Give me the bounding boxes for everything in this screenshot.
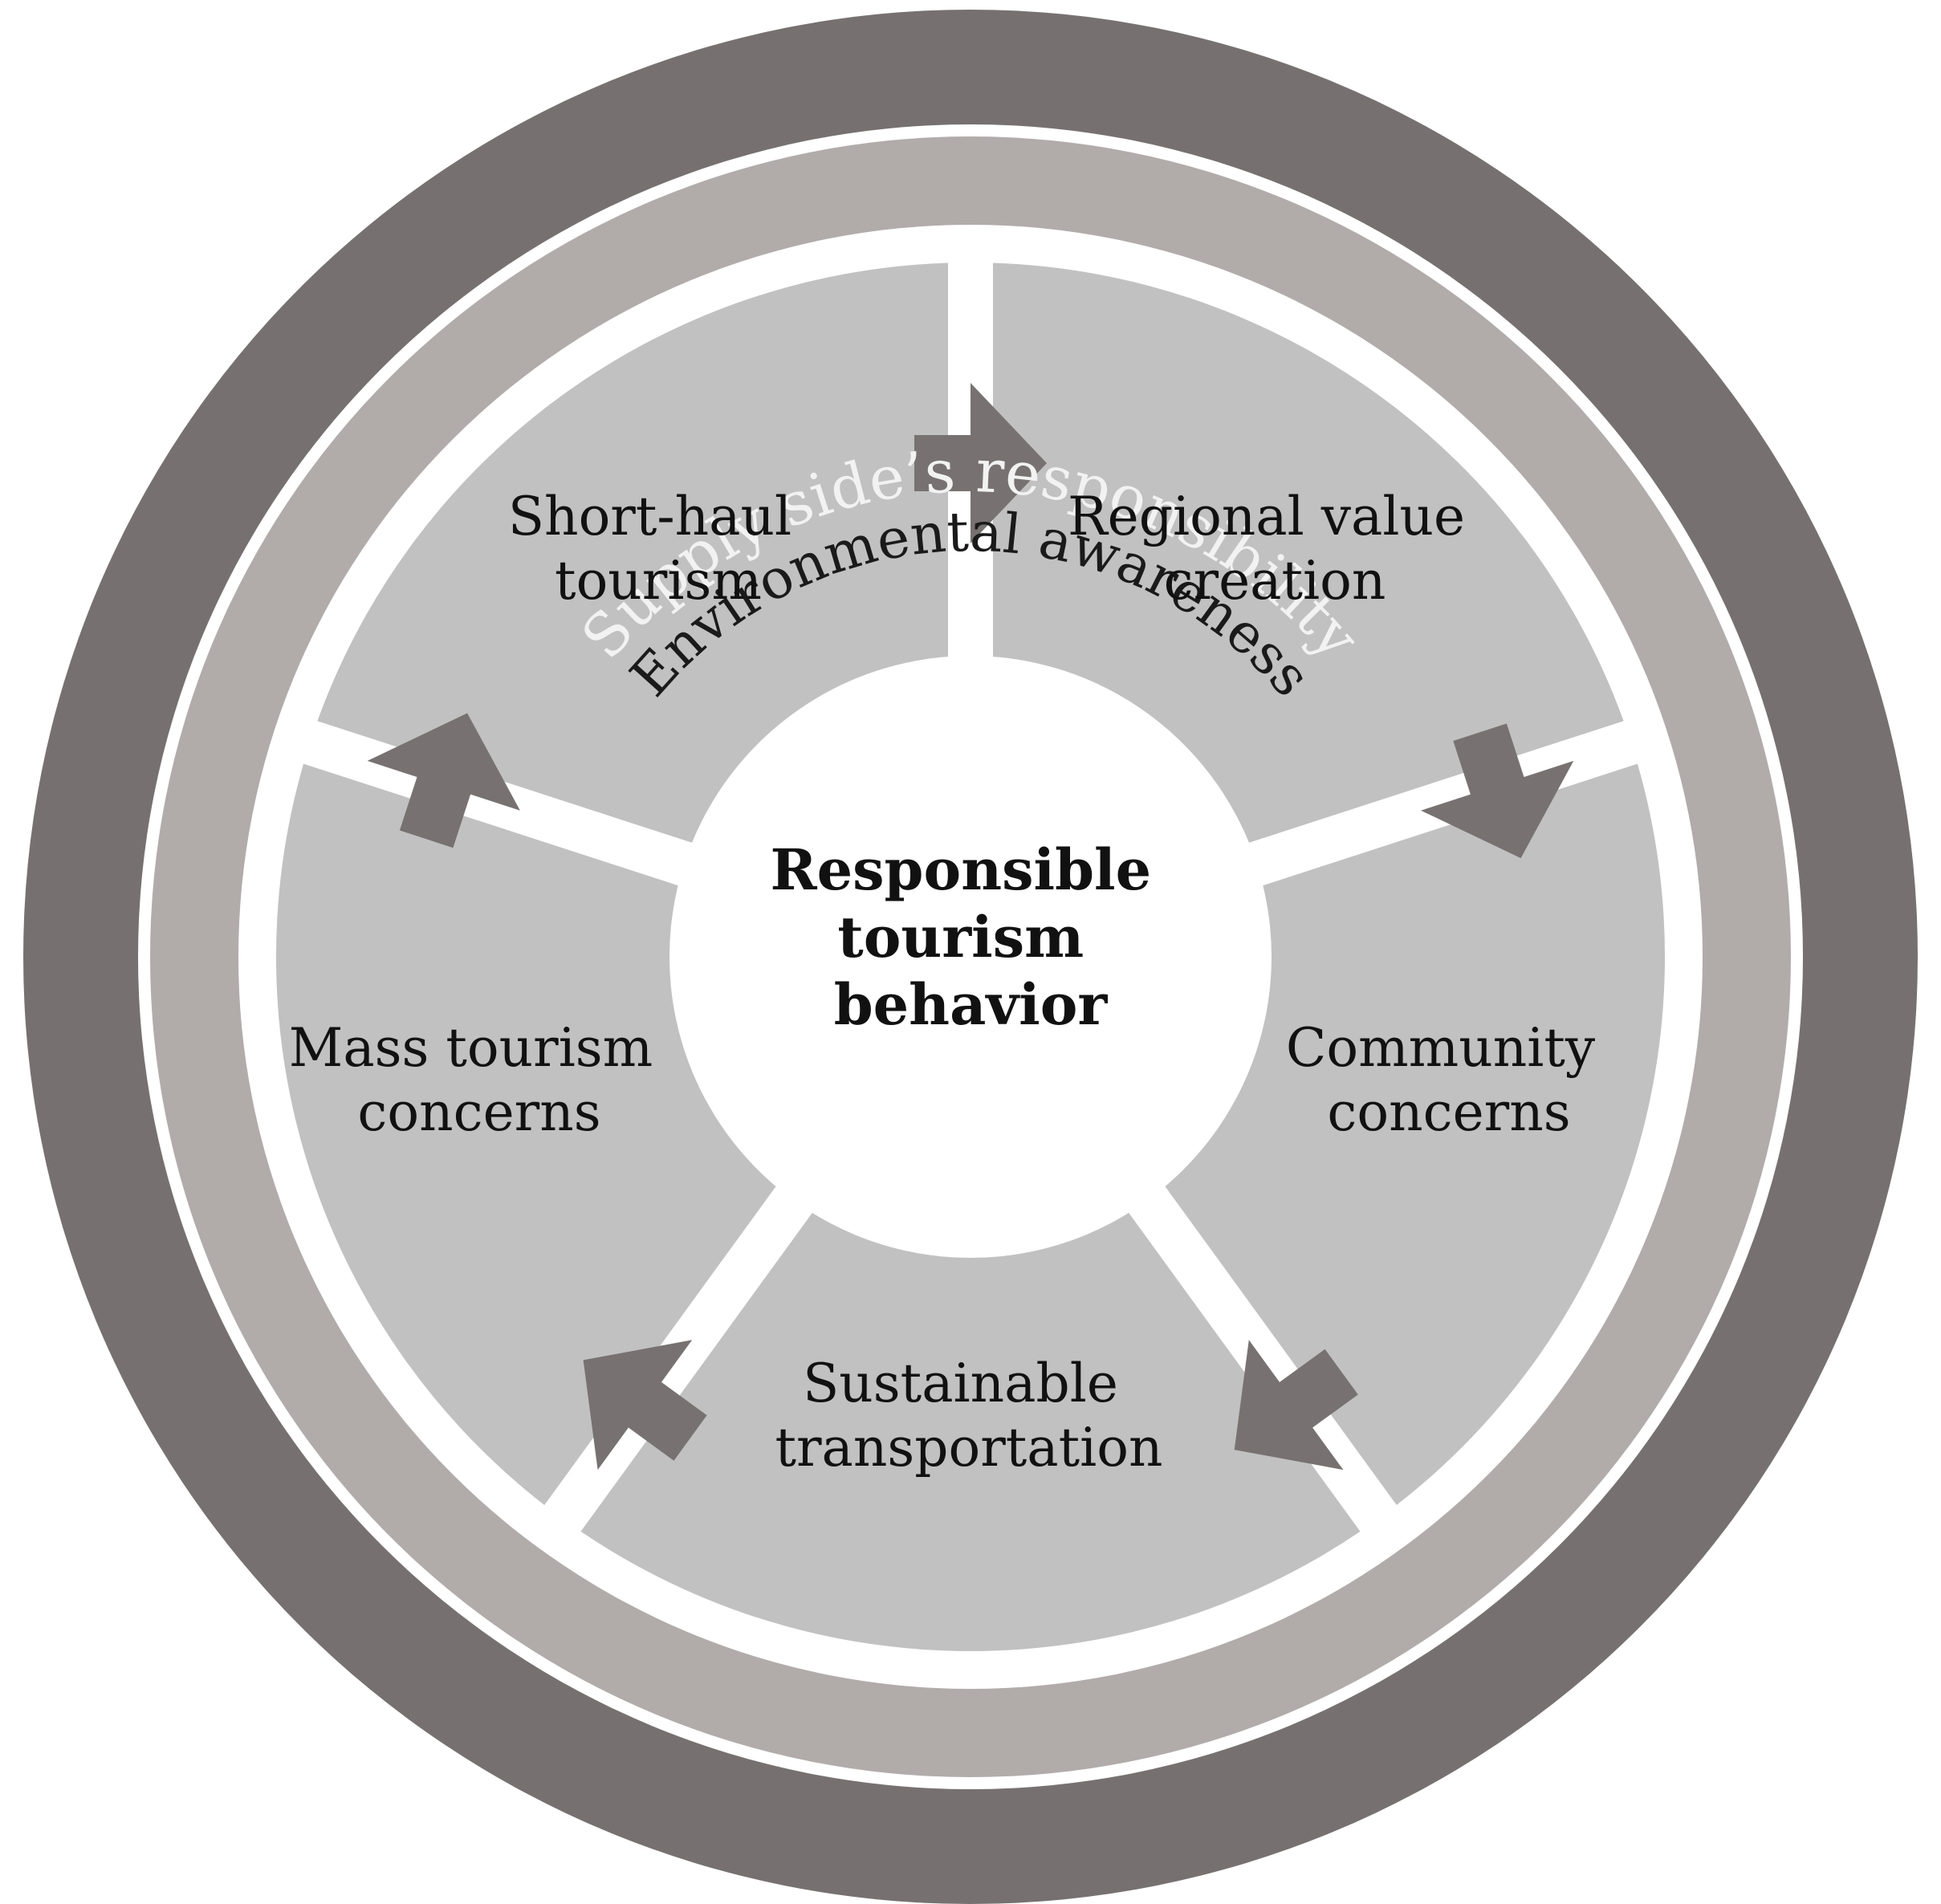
segments-layer: [275, 262, 1666, 1651]
label-line: Sustainable: [803, 1353, 1118, 1414]
arrow-down-right-icon: [1421, 723, 1574, 859]
segment-short-haul-tourism: [993, 262, 1624, 845]
label-line: Community: [1286, 1017, 1596, 1079]
label-line: concerns: [357, 1081, 600, 1143]
label-line: creation: [1164, 550, 1386, 612]
label-line: Regional value: [1068, 486, 1465, 547]
label-regional-value-creation: Regional value creation: [1068, 486, 1482, 612]
center-label-line: tourism: [837, 904, 1084, 970]
label-line: tourism: [555, 550, 762, 612]
label-line: transportation: [775, 1417, 1162, 1479]
label-short-haul-tourism: Short-haul tourism: [508, 486, 808, 612]
label-line: Mass tourism: [289, 1017, 653, 1079]
label-community-concerns: Community concerns: [1286, 1017, 1612, 1143]
label-sustainable-transportation: Sustainable transportation: [775, 1353, 1162, 1479]
segment-mass-tourism-concerns: [317, 262, 948, 845]
segment-community-concerns: [580, 1206, 1361, 1651]
center-label-line: Responsible: [770, 836, 1151, 903]
segment-sustainable-transportation: [275, 763, 781, 1505]
arrow-right-icon: [914, 383, 1047, 543]
label-mass-tourism-concerns: Mass tourism concerns: [289, 1017, 670, 1143]
label-line: Short-haul: [508, 486, 791, 547]
label-line: concerns: [1327, 1081, 1570, 1143]
arrow-up-left-icon: [583, 1340, 707, 1471]
arrow-down-left-icon: [1234, 1340, 1358, 1471]
center-label: Responsible tourism behavior: [770, 836, 1170, 1038]
segment-regional-value-creation: [1160, 763, 1666, 1505]
arrows-layer: [367, 383, 1574, 1471]
arrow-up-icon: [367, 713, 520, 848]
center-disc: [669, 656, 1272, 1258]
center-label-line: behavior: [834, 971, 1109, 1038]
